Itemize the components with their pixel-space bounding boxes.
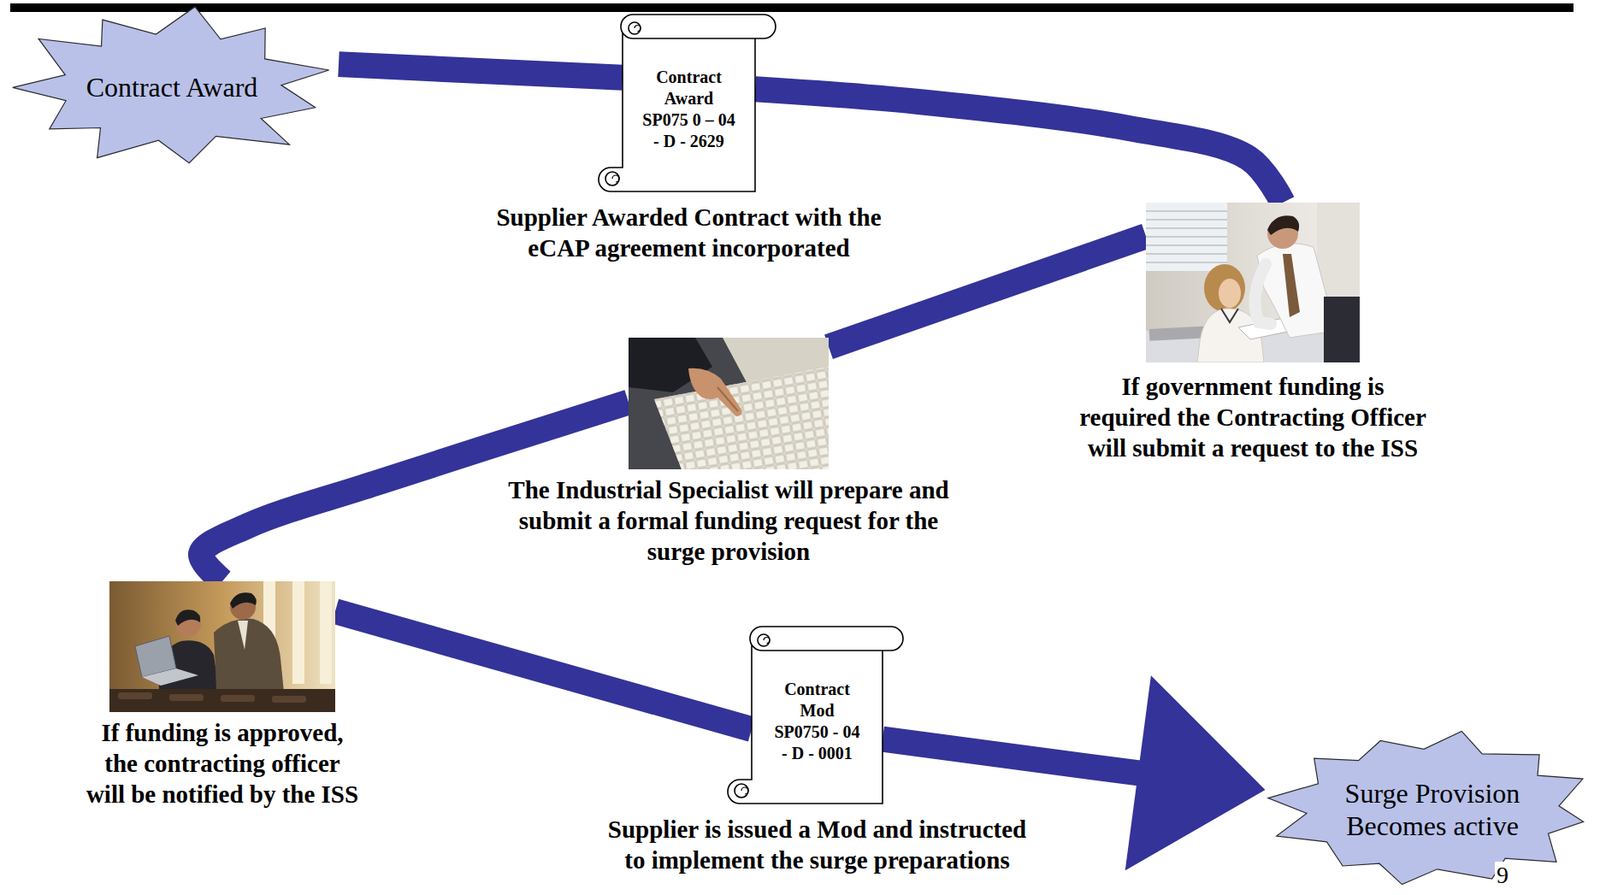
node-text: Contract Award [86, 70, 259, 104]
page-number: 9 [1494, 861, 1511, 890]
step-caption: Supplier is issued a Mod and instructed … [601, 814, 1034, 876]
step-caption: Supplier Awarded Contract with the eCAP … [488, 201, 891, 264]
star-node: Contract Award [5, 5, 339, 170]
scroll-curl [628, 22, 641, 35]
ribbon-band [755, 88, 1283, 203]
scroll-curl [612, 175, 620, 183]
ribbon-band [828, 236, 1146, 348]
step-caption: If funding is approved, the contracting … [83, 717, 361, 810]
scroll-curl [634, 25, 641, 32]
scroll-curl [734, 784, 749, 798]
star-node: Surge Provision Becomes active [1265, 729, 1600, 890]
node-text: Contract Mod SP0750 - 04 - D - 0001 [773, 678, 862, 765]
scroll-curl [605, 171, 620, 186]
ribbon-band [882, 739, 1141, 774]
meeting-photo [109, 581, 336, 713]
scroll-outline [751, 638, 883, 804]
office-photo [1145, 202, 1360, 363]
scroll-outline [622, 26, 756, 192]
arrow-head [1125, 675, 1266, 871]
flow-ribbon [338, 64, 623, 78]
scroll-node: Contract Award SP075 0 – 04 - D - 2629Su… [622, 26, 756, 192]
scroll-roll [620, 14, 776, 39]
scroll-curl [763, 637, 770, 644]
step-caption: If government funding is required the Co… [1075, 371, 1430, 464]
starburst-shape [1267, 731, 1583, 885]
scroll-body [727, 638, 883, 804]
node-text: Contract Award SP075 0 – 04 - D - 2629 [639, 66, 739, 153]
keyboard-photo [628, 337, 829, 470]
node-text: Surge Provision Becomes active [1340, 777, 1524, 843]
ribbon-band [335, 611, 752, 730]
top-rule [10, 3, 1574, 12]
photo-node: If government funding is required the Co… [1145, 202, 1360, 363]
starburst-outline [1265, 729, 1600, 890]
scroll-curl [757, 634, 770, 647]
ribbon-band [338, 64, 623, 78]
scroll-body [598, 26, 756, 192]
photo-node: If funding is approved, the contracting … [109, 581, 336, 713]
photo-node: The Industrial Specialist will prepare a… [628, 337, 829, 470]
flow-ribbon [828, 236, 1146, 348]
step-caption: The Industrial Specialist will prepare a… [501, 474, 956, 567]
flow-ribbon [335, 611, 752, 730]
flow-ribbon [755, 88, 1283, 203]
scroll-roll [749, 626, 904, 651]
starburst-shape [12, 6, 330, 164]
scroll-node: Contract Mod SP0750 - 04 - D - 0001Suppl… [751, 638, 883, 804]
scroll-curl [741, 787, 749, 795]
